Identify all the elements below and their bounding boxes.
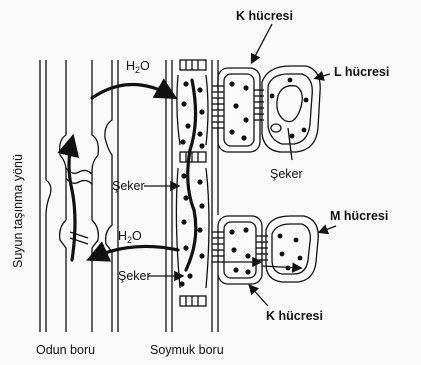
label-m-cell: M hücresi (330, 209, 388, 223)
lower-cells (212, 216, 318, 284)
label-seker-l: Şeker (270, 167, 303, 181)
label-water-direction: Suyun taşınma yönü (11, 154, 25, 268)
label-xylem: Odun boru (36, 343, 95, 357)
label-l-cell: L hücresi (334, 65, 389, 79)
label-k-cell-bottom: K hücresi (266, 309, 323, 323)
label-phloem: Soymuk boru (150, 343, 224, 357)
label-k-cell-top: K hücresi (236, 9, 293, 23)
label-seker-phloem: Şeker (112, 179, 145, 193)
phloem-tube (166, 60, 218, 332)
label-h2o-top: H2O (126, 59, 150, 75)
xylem-vessel (40, 60, 118, 332)
label-seker-bottom: Şeker (118, 269, 151, 283)
label-h2o-bottom: H2O (118, 229, 142, 245)
upper-cells (212, 66, 320, 152)
